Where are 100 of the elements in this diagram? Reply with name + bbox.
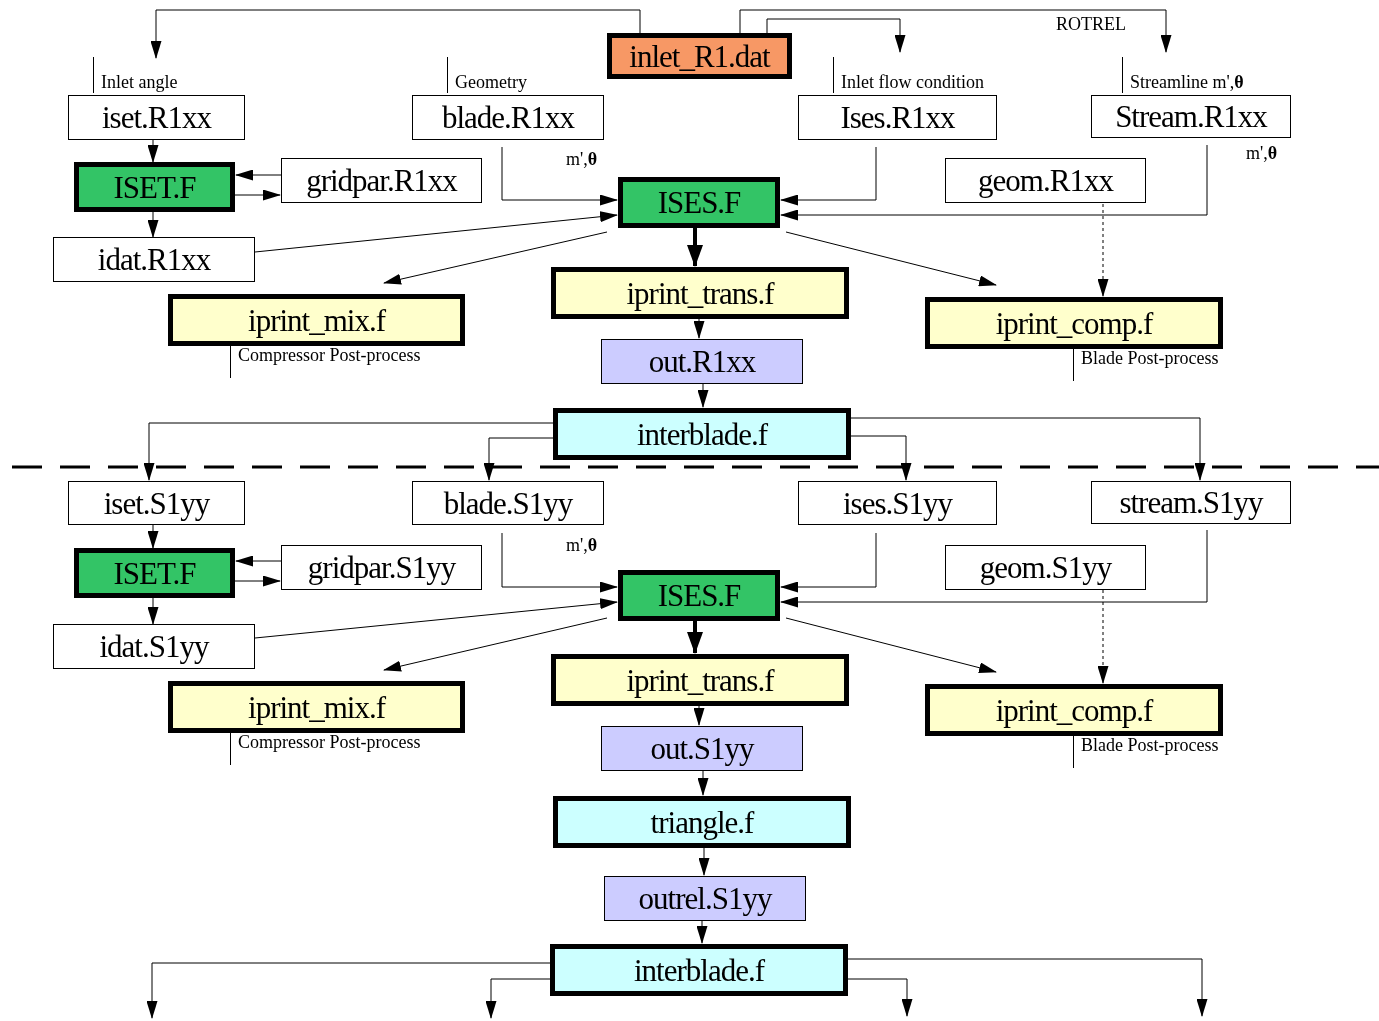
note-text: Geometry: [447, 57, 527, 93]
arrow: [143, 422, 554, 481]
note-text: Inlet flow condition: [833, 57, 984, 93]
arrow: [150, 9, 641, 59]
file-name: Stream.R1xx: [1115, 101, 1267, 132]
arrow: [850, 417, 1206, 481]
file-box: [53, 624, 255, 669]
arrow: [234, 189, 281, 201]
file-name: out.S1yy: [650, 733, 754, 764]
input-file-box: [607, 33, 792, 79]
file-name: triangle.f: [650, 806, 754, 838]
file-name: ISES.F: [657, 580, 741, 611]
arrow: [780, 144, 1208, 221]
note-text: Streamline m',θ: [1122, 57, 1244, 93]
file-name: gridpar.R1xx: [306, 165, 457, 196]
arrow: [780, 532, 877, 593]
file-name: interblade.f: [634, 954, 764, 986]
file-name: iprint_comp.f: [995, 694, 1153, 726]
arrow: [235, 169, 282, 181]
arrow: [780, 529, 1208, 608]
arrow: [146, 962, 551, 1019]
file-name: Ises.R1xx: [840, 102, 955, 133]
arrow: [785, 231, 997, 287]
arrow: [147, 139, 159, 163]
arrow: [739, 9, 1172, 53]
arrow: [785, 617, 997, 674]
arrow: [147, 597, 159, 625]
file-name: blade.S1yy: [443, 487, 573, 519]
note-text: Blade Post-process: [1073, 349, 1219, 381]
file-box: [281, 545, 482, 590]
arrow: [698, 847, 710, 876]
file-name: interblade.f: [637, 418, 767, 450]
arrow: [254, 598, 618, 639]
file-name: blade.R1xx: [441, 102, 575, 133]
arrow: [696, 920, 708, 944]
file-name: iprint_trans.f: [626, 277, 774, 309]
arrow: [697, 383, 709, 408]
program-box: [74, 162, 235, 212]
file-name: iprint_mix.f: [248, 691, 385, 723]
arrow: [147, 524, 159, 549]
note-text: Inlet angle: [93, 57, 178, 93]
program-box: [618, 177, 780, 228]
arrow: [483, 437, 554, 481]
file-name: iprint_mix.f: [248, 304, 385, 336]
program-box: [74, 548, 235, 598]
program-box: [618, 570, 780, 621]
file-name: ISET.F: [113, 171, 196, 203]
program-box: [553, 796, 851, 848]
program-box: [553, 408, 851, 460]
arrow: [485, 978, 551, 1019]
file-name: idat.R1xx: [97, 244, 211, 275]
arrow: [147, 211, 159, 238]
file-box: [798, 481, 997, 525]
arrow: [850, 435, 912, 481]
file-name: gridpar.S1yy: [307, 552, 456, 583]
edge-label: m',θ: [564, 536, 600, 556]
arrow: [693, 705, 705, 726]
arrow: [235, 555, 282, 567]
file-box: [281, 158, 482, 203]
file-box: [53, 237, 255, 282]
file-name: geom.R1xx: [978, 165, 1113, 196]
arrow: [1097, 589, 1109, 684]
edge-label: m',θ: [1244, 144, 1280, 164]
file-name: ISES.F: [657, 187, 741, 218]
file-name: geom.S1yy: [979, 552, 1112, 583]
file-name: idat.S1yy: [99, 631, 209, 662]
arrow: [697, 770, 709, 796]
arrow: [687, 228, 703, 267]
output-file-box: [601, 339, 803, 384]
file-name: ISET.F: [113, 557, 196, 589]
file-box: [945, 545, 1146, 590]
file-name: iprint_trans.f: [626, 664, 774, 696]
output-file-box: [604, 876, 806, 921]
arrow: [780, 146, 877, 206]
file-box: [412, 481, 604, 525]
arrow: [1097, 203, 1109, 297]
note-text: Compressor Post-process: [230, 346, 421, 378]
arrow: [383, 231, 608, 285]
file-name: iset.S1yy: [103, 487, 210, 519]
output-file-box: [601, 726, 803, 771]
program-box: [551, 654, 849, 706]
arrow: [234, 575, 281, 587]
arrow: [501, 532, 618, 593]
file-name: inlet_R1.dat: [629, 40, 770, 72]
note-text: Blade Post-process: [1073, 736, 1219, 768]
arrow: [847, 978, 913, 1017]
file-box: [945, 158, 1146, 203]
arrow: [254, 211, 618, 253]
arrow: [693, 318, 705, 339]
file-name: stream.S1yy: [1119, 487, 1263, 518]
program-box: [550, 944, 848, 996]
file-name: iprint_comp.f: [995, 307, 1153, 339]
file-name: out.R1xx: [648, 346, 756, 377]
note-text: Compressor Post-process: [230, 733, 421, 765]
arrow: [847, 958, 1208, 1017]
arrow: [766, 18, 906, 53]
file-name: outrel.S1yy: [638, 883, 772, 914]
file-box: [68, 481, 245, 525]
file-name: ises.S1yy: [843, 487, 952, 519]
program-box: [551, 267, 849, 319]
